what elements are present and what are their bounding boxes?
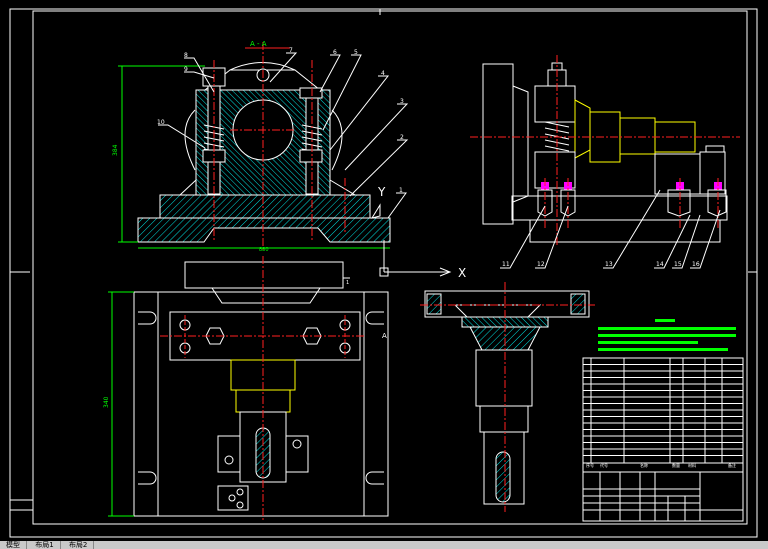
frame-ticks <box>10 499 33 511</box>
front-callouts <box>158 52 409 219</box>
header-cell: 材料 <box>688 462 696 468</box>
callout-15: 15 <box>674 261 682 268</box>
side-view[interactable] <box>470 55 740 245</box>
parts-list-table[interactable] <box>582 357 744 464</box>
side-callout-numbers: 11 12 13 14 15 16 <box>502 261 700 268</box>
header-cell: 代号 <box>600 462 608 468</box>
part-label-bottom: 1 <box>346 280 349 286</box>
callout-7: 7 <box>289 47 293 54</box>
side-callouts <box>500 189 721 269</box>
callout-16: 16 <box>692 261 700 268</box>
tab-layout-2[interactable]: 布局2 <box>63 541 95 549</box>
shaft-section-view[interactable] <box>420 282 595 512</box>
header-cell: 序号 <box>586 462 594 468</box>
title-block[interactable] <box>582 462 744 522</box>
dim-height-top: 384 <box>112 144 119 156</box>
front-callout-numbers: 8 9 7 6 5 4 3 2 1 10 <box>157 47 404 194</box>
drawing-frame <box>9 8 758 538</box>
header-cell: 数量 <box>672 462 680 468</box>
header-cell: 名称 <box>640 462 648 468</box>
callout-8: 8 <box>184 52 188 59</box>
technical-requirements <box>598 319 736 351</box>
callout-13: 13 <box>605 261 613 268</box>
callout-9: 9 <box>184 66 188 73</box>
callout-12: 12 <box>537 261 545 268</box>
callout-14: 14 <box>656 261 664 268</box>
callout-4: 4 <box>381 70 385 77</box>
section-label: A - A <box>250 40 267 48</box>
axis-x-label: X <box>458 266 466 280</box>
side-label-a: A <box>382 332 387 340</box>
callout-10: 10 <box>157 119 165 126</box>
callout-5: 5 <box>354 49 358 56</box>
top-plan-view[interactable]: 340 1 A <box>103 256 389 520</box>
callout-3: 3 <box>400 98 404 105</box>
callout-6: 6 <box>333 49 337 56</box>
ucs-icon <box>379 240 452 277</box>
dim-height-bottom: 340 <box>103 396 110 408</box>
axis-y-label: Y <box>377 185 386 199</box>
parts-list-header: 序号 代号 名称 数量 材料 备注 <box>586 462 736 468</box>
status-bar: 模型 布局1 布局2 <box>0 541 768 549</box>
tab-layout-1[interactable]: 布局1 <box>29 541 61 549</box>
callout-2: 2 <box>400 134 404 141</box>
callout-1: 1 <box>399 187 403 194</box>
front-section-view[interactable]: 384 880 A - A Y <box>112 40 391 253</box>
tab-model[interactable]: 模型 <box>0 541 27 549</box>
dim-width-top: 880 <box>259 247 269 253</box>
callout-11: 11 <box>502 261 510 268</box>
header-cell: 备注 <box>728 462 736 468</box>
